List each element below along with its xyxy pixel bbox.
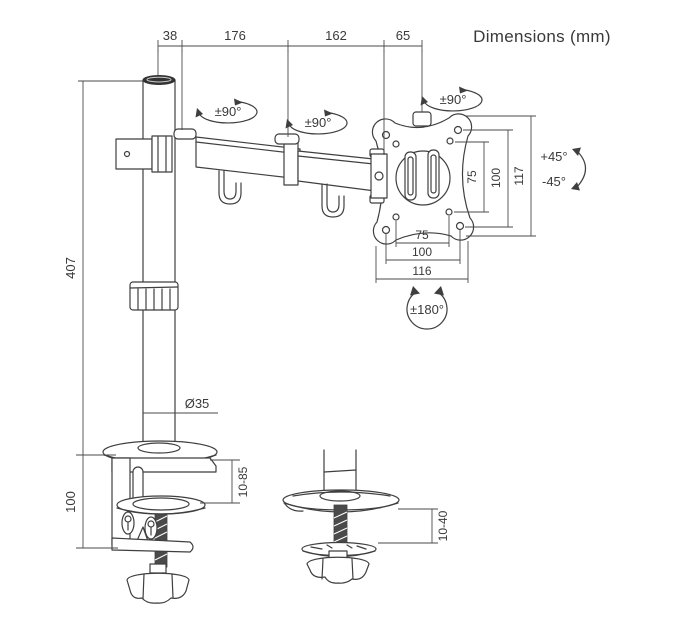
clamp-height-dimension: 100 xyxy=(63,455,118,549)
dim-162: 162 xyxy=(325,28,347,43)
dim-h75: 75 xyxy=(415,228,429,242)
vesa-hole-75 xyxy=(446,137,454,145)
vesa-hole-100 xyxy=(455,221,465,231)
pole-diameter-label: Ø35 xyxy=(143,396,218,414)
dim-176: 176 xyxy=(224,28,246,43)
dim-v117: 117 xyxy=(512,166,526,185)
dim-h116: 116 xyxy=(412,264,431,278)
vesa-hole-100 xyxy=(381,225,391,235)
label-plus-minus-180: ±180° xyxy=(410,302,444,317)
dim-65: 65 xyxy=(396,28,410,43)
vesa-hole-75 xyxy=(392,140,400,148)
top-dimension-chain: 38 176 162 65 xyxy=(157,28,423,155)
dim-v100: 100 xyxy=(489,168,503,188)
label-plus-minus-90-1: ±90° xyxy=(215,104,242,119)
cable-clip-1 xyxy=(218,170,242,205)
label-plus-minus-90-3: ±90° xyxy=(440,92,467,107)
arm-joint-plate xyxy=(283,140,299,186)
dim-10-85: 10-85 xyxy=(236,466,250,497)
dim-diameter-35: Ø35 xyxy=(185,396,210,411)
vesa-top-lug xyxy=(412,111,432,127)
dim-38: 38 xyxy=(163,28,177,43)
pole-collar xyxy=(129,281,179,311)
vesa-center-hub xyxy=(395,150,451,206)
page-title: Dimensions (mm) xyxy=(473,27,611,46)
clamp-mount-drawing xyxy=(102,440,218,604)
arm-drawing xyxy=(115,128,388,218)
rotation-head-swivel: ±90° xyxy=(420,86,483,112)
vesa-horizontal-dimensions: 75 100 116 xyxy=(375,216,469,283)
clamp-range-dimension: 10-85 xyxy=(200,459,250,504)
dim-407: 407 xyxy=(63,257,78,279)
vesa-vertical-dimensions: 75 100 117 xyxy=(454,115,536,237)
dim-100-clamp: 100 xyxy=(63,491,78,513)
tilt-annotation: +45° -45° xyxy=(540,147,587,191)
dim-10-40: 10-40 xyxy=(436,510,450,541)
vesa-plate-drawing xyxy=(371,111,475,245)
rotation-ellipse-icon xyxy=(198,100,258,124)
label-plus-minus-90-2: ±90° xyxy=(305,115,332,130)
pole-bracket xyxy=(115,138,153,170)
rotation-circle-icon xyxy=(406,291,448,330)
keyhole-slots xyxy=(121,511,158,545)
grommet-knob xyxy=(306,556,370,584)
vesa-hole-75 xyxy=(392,213,400,221)
grommet-range-dimension: 10-40 xyxy=(378,508,450,544)
clamp-lower-jaw xyxy=(111,537,194,553)
vesa-hole-100 xyxy=(453,125,463,135)
label-minus-45: -45° xyxy=(542,174,566,189)
rotation-arm-joint-2: ±90° xyxy=(285,109,348,135)
rotation-head-180: ±180° xyxy=(406,286,448,330)
label-plus-45: +45° xyxy=(540,149,567,164)
pole-height-dimension: 407 xyxy=(63,80,143,456)
tilt-arc-icon xyxy=(576,150,587,188)
tilt-pivot xyxy=(374,171,384,181)
rotation-ellipse-icon xyxy=(288,111,348,135)
cable-clip-2 xyxy=(321,183,345,218)
rotation-ellipse-icon xyxy=(423,88,483,112)
dim-v75: 75 xyxy=(465,170,479,184)
arm-lug-2 xyxy=(274,133,300,145)
rotation-arm-joint-1: ±90° xyxy=(195,98,258,124)
dimension-layer: 38 176 162 65 Dimensions (mm) 407 Ø35 10… xyxy=(63,27,611,549)
grommet-mount-drawing xyxy=(282,449,400,584)
pole-drawing xyxy=(129,75,179,445)
dim-h100: 100 xyxy=(412,245,432,259)
clamp-knob xyxy=(126,572,190,604)
arm-lug-1 xyxy=(173,128,197,140)
vesa-hole-75 xyxy=(445,208,453,216)
